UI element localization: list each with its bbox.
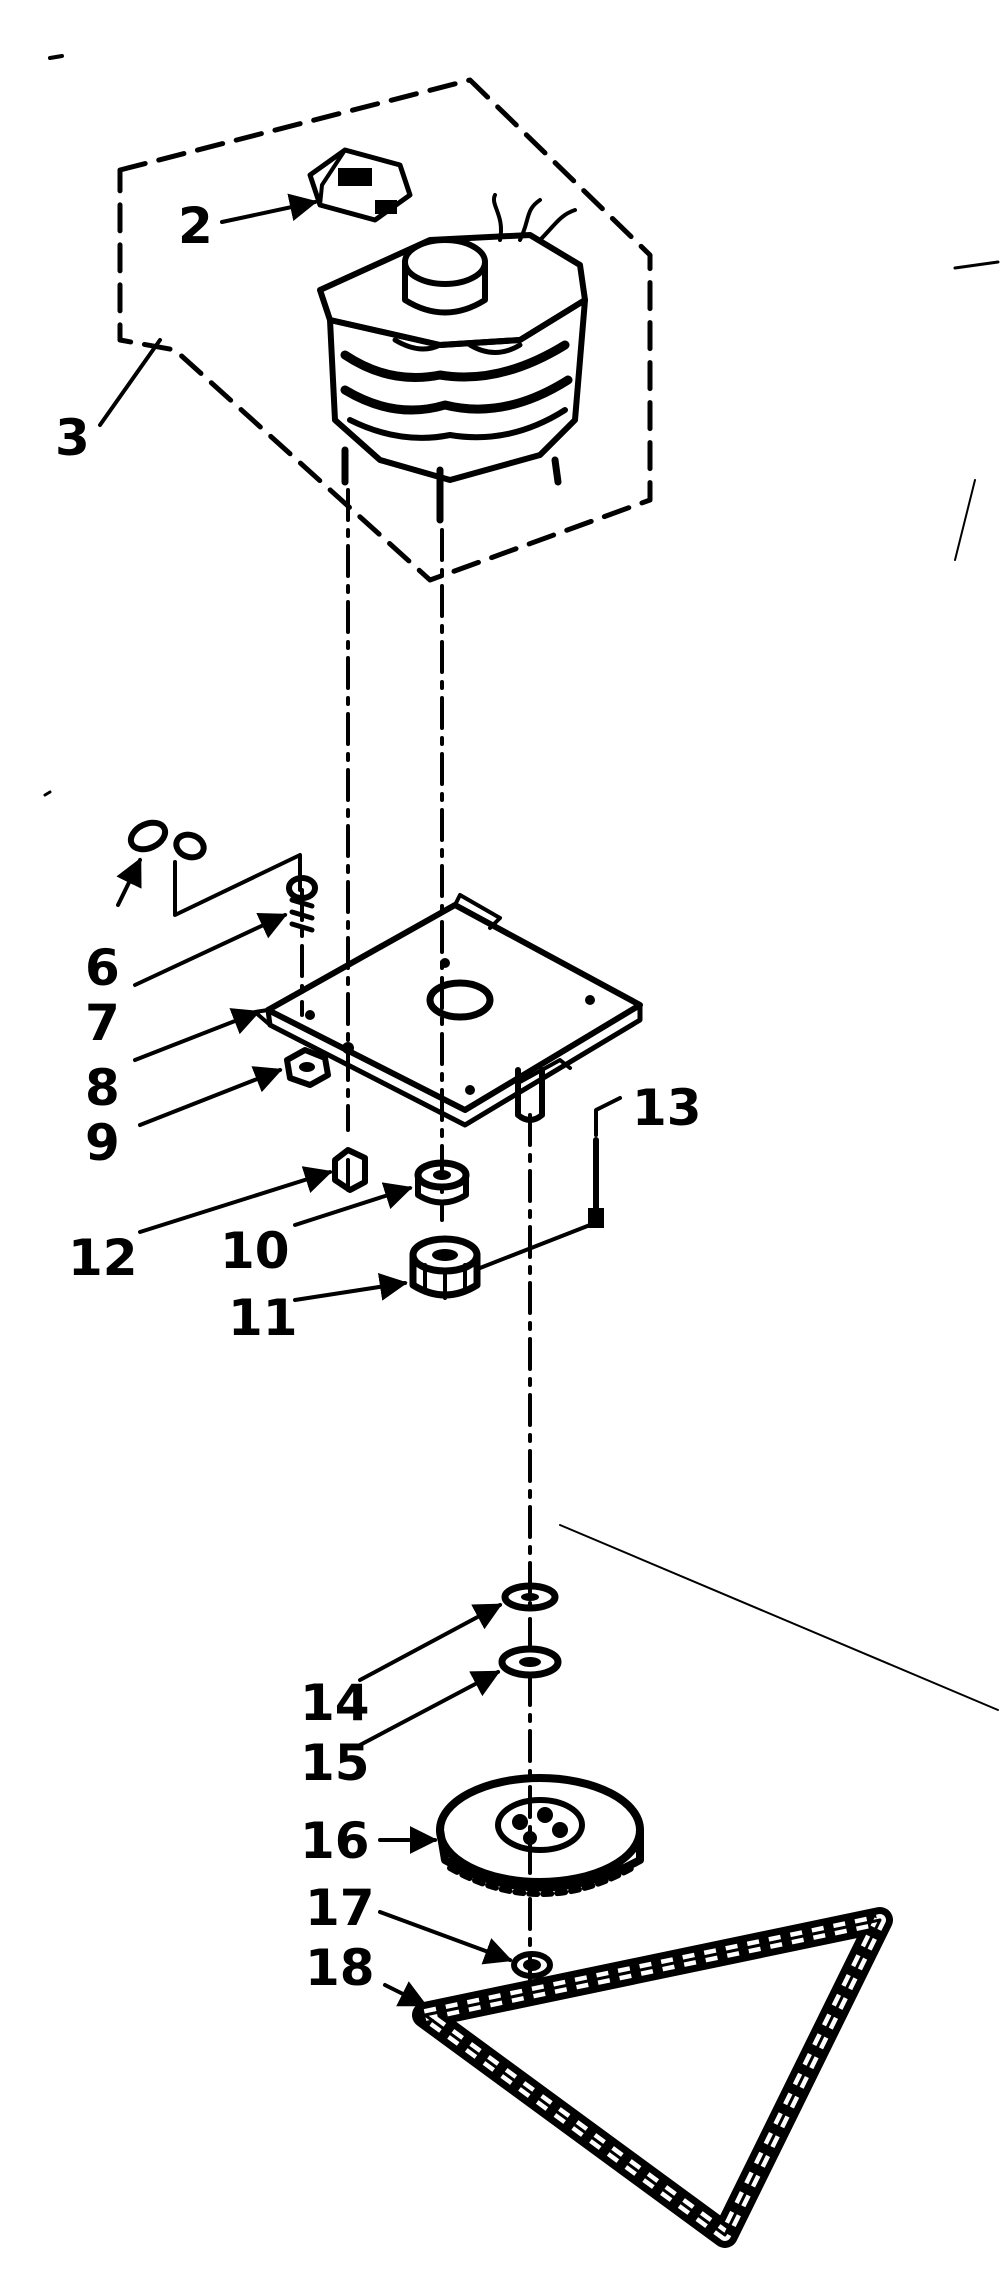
motor-assembly-boundary [117, 77, 653, 583]
part-18-chain [412, 1907, 893, 2248]
label-part-12: 12 [68, 1229, 138, 1287]
part-2-protector [307, 147, 413, 223]
label-part-13: 13 [632, 1079, 702, 1137]
label-part-18: 18 [305, 1939, 375, 1997]
label-part-16: 16 [300, 1812, 370, 1870]
label-part-3: 3 [55, 409, 90, 467]
label-part-11: 11 [228, 1289, 298, 1347]
label-part-15: 15 [300, 1734, 370, 1792]
callout-labels: 2 3 6 7 8 9 12 10 11 13 14 15 16 17 18 [55, 197, 702, 1997]
part-12-nut [332, 1147, 368, 1193]
part-14-washer [501, 1582, 559, 1612]
part-13-pin [588, 1096, 622, 1228]
label-part-6: 6 [85, 939, 120, 997]
leader-lines [98, 193, 592, 2007]
label-part-14: 14 [300, 1674, 370, 1732]
part-17-nut [511, 1951, 553, 1979]
label-part-7: 7 [85, 994, 120, 1052]
part-11-bearing [409, 1235, 481, 1300]
label-part-17: 17 [305, 1879, 375, 1937]
label-part-2: 2 [178, 197, 213, 255]
part-7-screw [286, 875, 318, 933]
part-6-wire-clip [127, 819, 302, 917]
part-16-sprocket [436, 1774, 644, 1897]
scan-artifacts [43, 54, 1000, 1711]
part-3-motor [317, 193, 588, 524]
label-part-8: 8 [85, 1059, 120, 1117]
label-part-9: 9 [85, 1114, 120, 1172]
part-9-hex-nut [284, 1047, 331, 1088]
label-part-10: 10 [220, 1222, 290, 1280]
part-15-washer [498, 1645, 562, 1679]
part-10-bushing [414, 1159, 470, 1206]
